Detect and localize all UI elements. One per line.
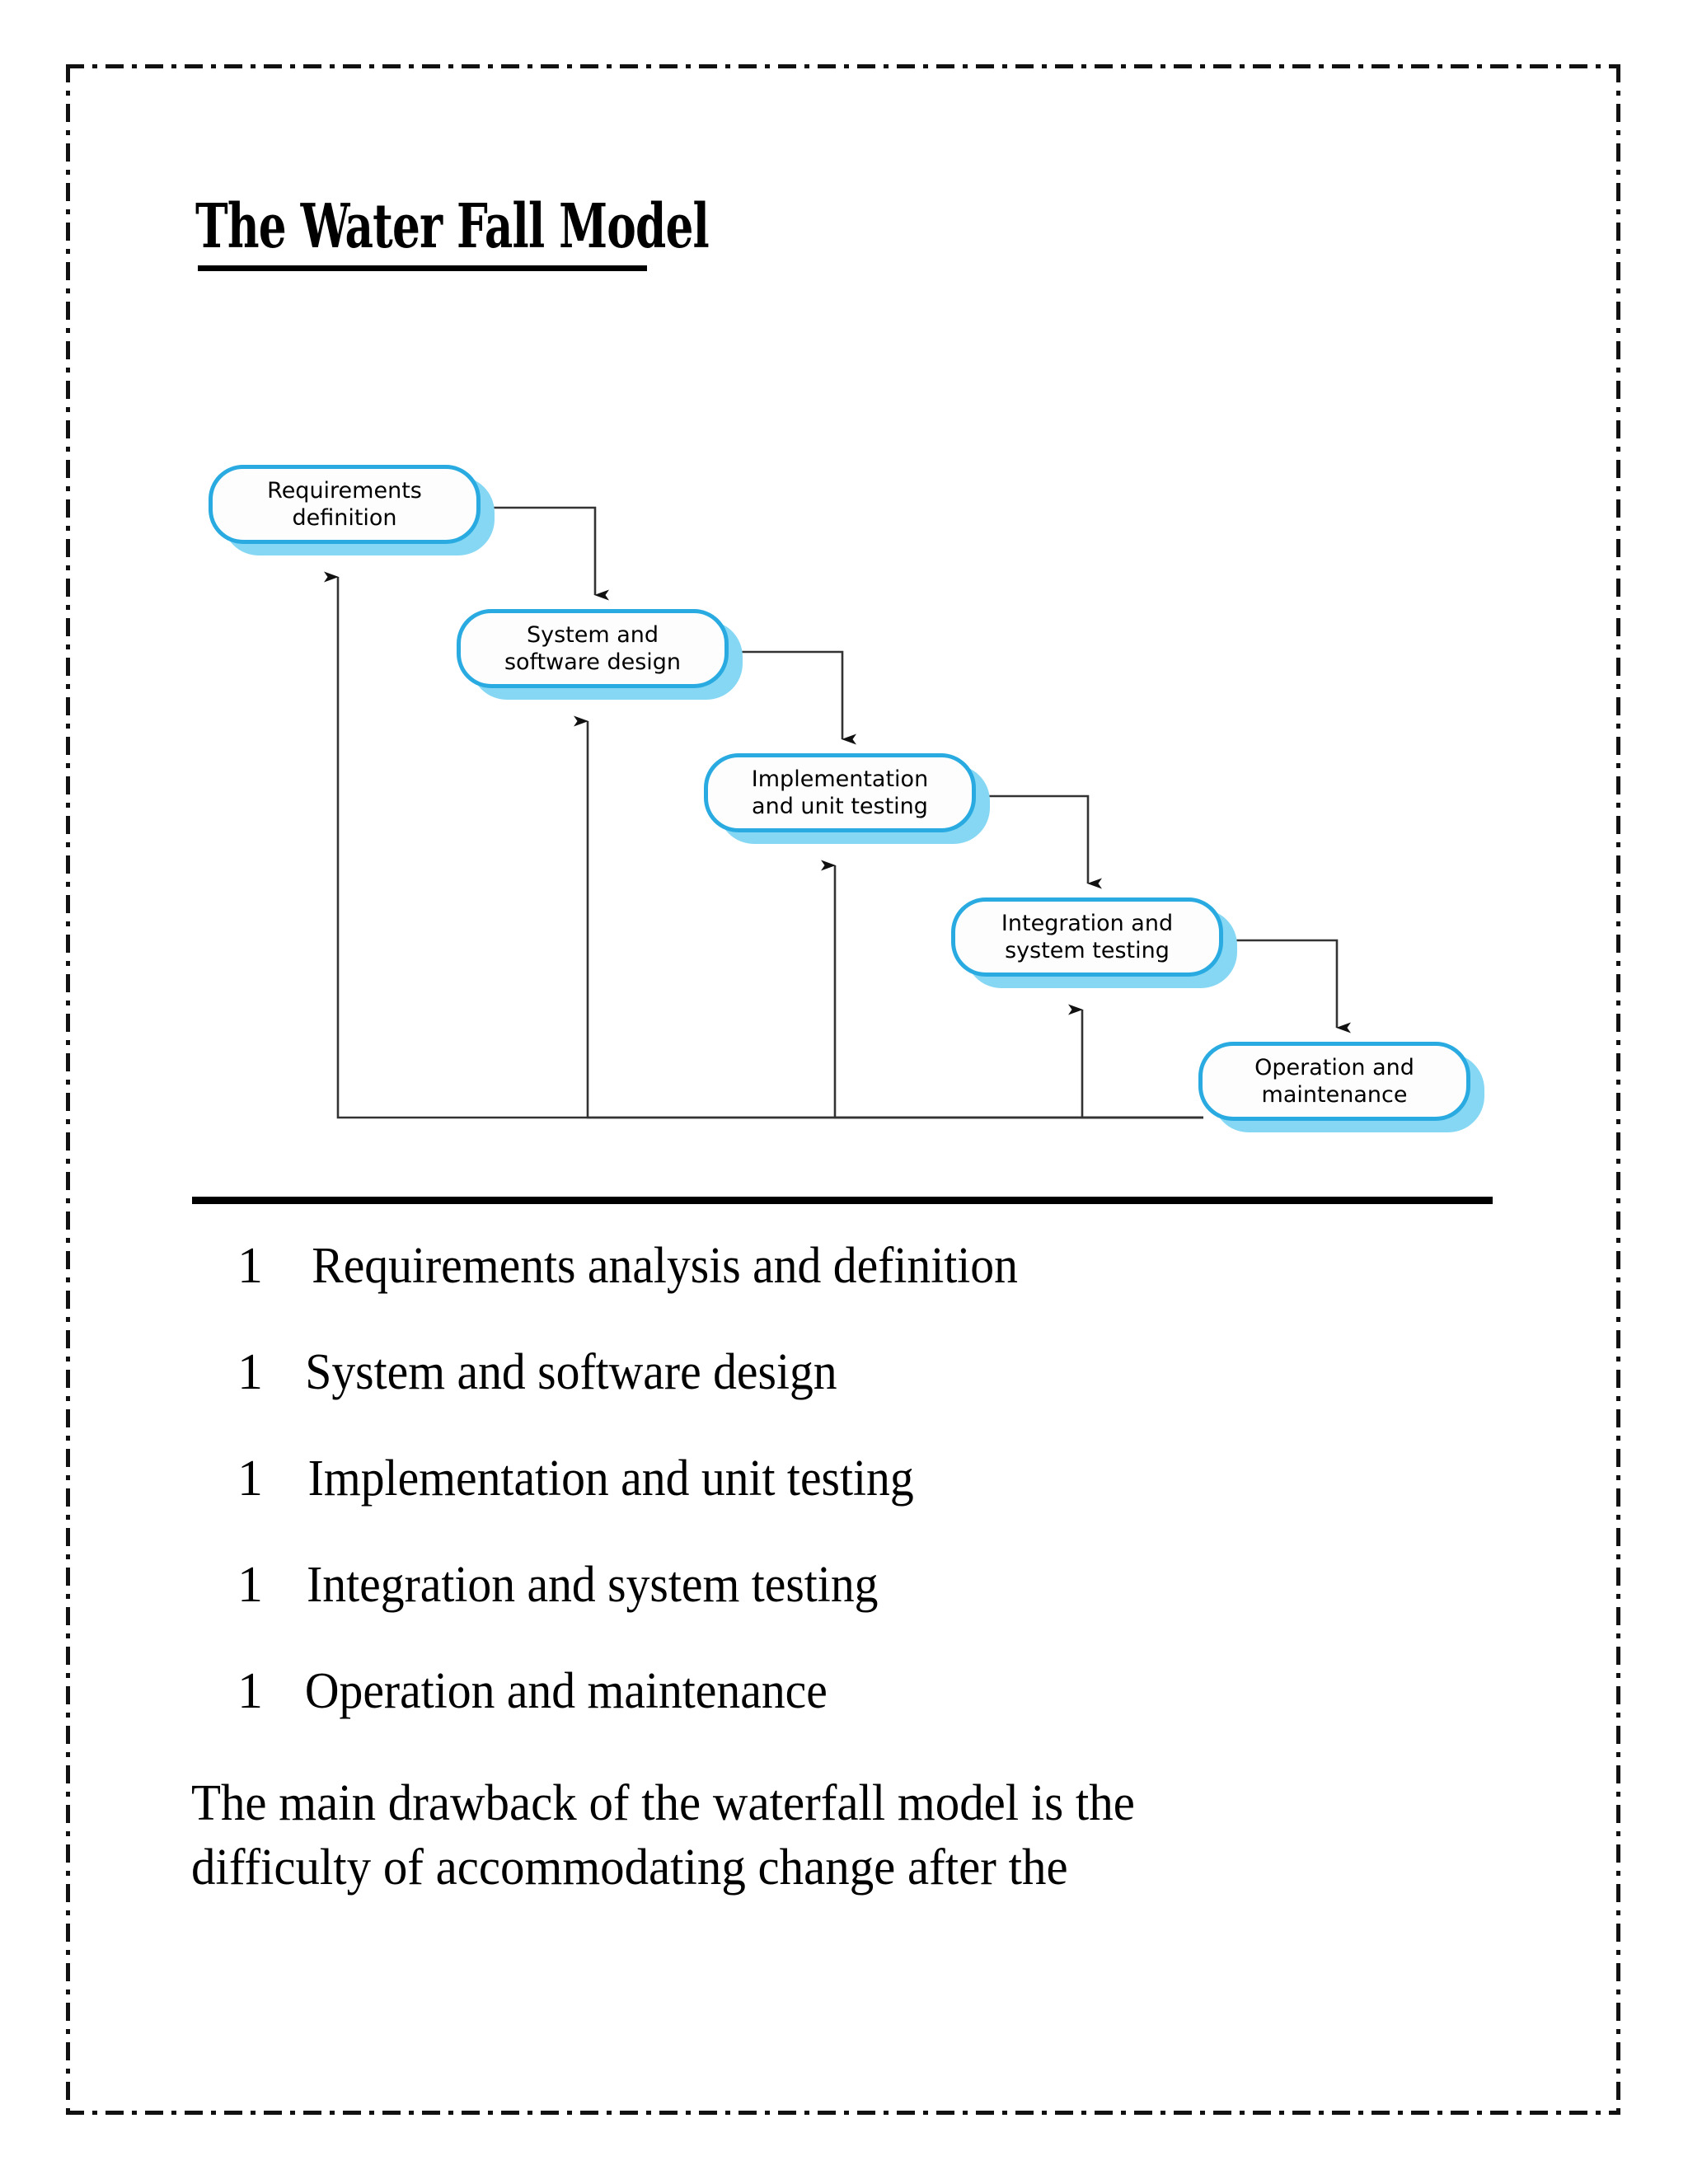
list-item: 1 Implementation and unit testing [237,1453,1556,1559]
list-bullet: 1 [237,1663,263,1719]
feedback-arrow-3 [821,860,1203,1119]
stage-list: 1 Requirements analysis and definition 1… [237,1240,1556,1772]
page-title: The Water Fall Model [195,196,837,257]
flow-arrow-2 [730,650,856,745]
paragraph-line: difficulty of accommodating change after… [191,1839,1068,1896]
page-title-underline [198,265,647,271]
paragraph-line: The main drawback of the waterfall model… [191,1775,1135,1831]
flow-arrow-4 [1225,939,1351,1033]
feedback-arrow-4 [1068,1004,1203,1119]
list-item: 1 Requirements analysis and definition [237,1240,1556,1347]
list-item-label: System and software design [305,1344,837,1400]
list-bullet: 1 [237,1557,263,1613]
list-bullet: 1 [237,1344,263,1400]
list-item-label: Requirements analysis and definition [312,1238,1018,1294]
list-item: 1 System and software design [237,1347,1556,1453]
page-title-text: The Water Fall Model [195,191,710,262]
list-item-label: Integration and system testing [307,1557,879,1613]
closing-paragraph: The main drawback of the waterfall model… [191,1772,1526,1900]
page-border-bottom [66,2111,1620,2115]
list-item: 1 Operation and maintenance [237,1666,1556,1772]
flow-arrow-1 [482,506,609,601]
list-item-label: Operation and maintenance [304,1663,828,1719]
list-item: 1 Integration and system testing [237,1559,1556,1666]
list-item-label: Implementation and unit testing [307,1451,914,1507]
section-divider [192,1197,1493,1204]
list-bullet: 1 [237,1451,263,1507]
flow-arrow-3 [978,794,1102,889]
diagram-connectors [324,506,1351,1119]
list-bullet: 1 [237,1238,263,1294]
